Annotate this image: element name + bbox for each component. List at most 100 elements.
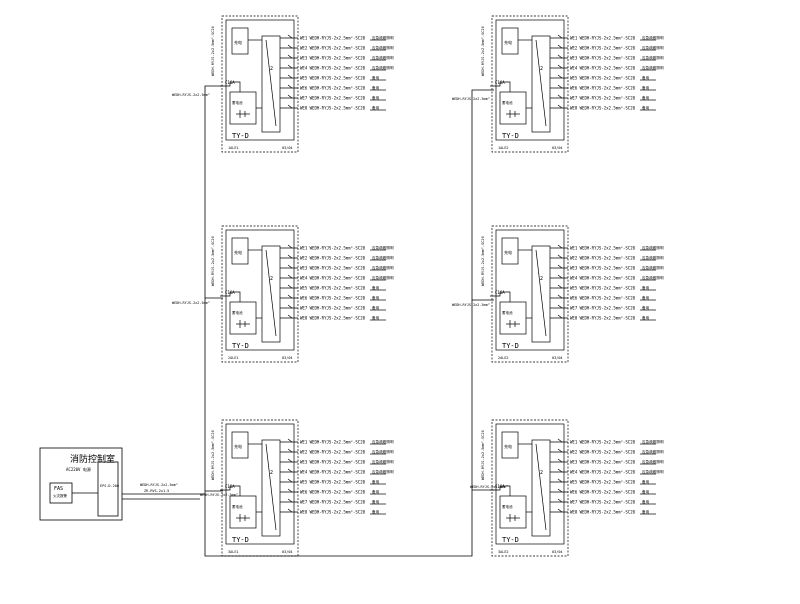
circuit-switch [287,74,293,79]
charger-label: 充电 [504,249,512,255]
circuit-switch [287,448,293,453]
charger-block [501,237,519,265]
circuit-load-label: 应急疏散照明 [372,255,394,260]
circuit-switch [287,488,293,493]
circuit-load-label: 应急疏散照明 [642,439,664,444]
circuit-switch [287,508,293,513]
incoming-feed [220,291,241,302]
circuit-switch [557,104,563,109]
panel-code: 3ALE1 [228,550,239,554]
circuit-switch [287,294,293,299]
circuit-label: WE7 WEDH-RYJS-2x2.5mm²-SC20 [570,96,636,101]
circuit-load-label: 备用 [642,499,650,504]
side-feed-label: WEDH-RYJS-2x2.5mm² [172,93,210,97]
panel-code: 1ALE2 [498,146,509,150]
panel-model-label: TY-D [232,536,249,544]
charger-label: 充电 [504,443,512,449]
circuit-load-label: 应急疏散照明 [642,245,664,250]
incoming-feed [490,291,511,302]
panel-enclosure [491,419,569,557]
circuit-switch [287,458,293,463]
circuit-switch [557,498,563,503]
circuit-label: WE3 WEDH-RYJS-2x2.5mm²-SC20 [300,460,366,465]
charger-block [231,431,249,459]
circuit-label: WE6 WEDH-RYJS-2x2.5mm²-SC20 [570,86,636,91]
circuit-label: WE5 WEDH-RYJS-2x2.5mm²-SC20 [570,76,636,81]
circuit-label: WE4 WEDH-RYJS-2x2.5mm²-SC20 [570,276,636,281]
circuit-switch [557,304,563,309]
circuit-switch [557,314,563,319]
circuit-load-label: 备用 [372,489,380,494]
circuit-label: WE5 WEDH-RYJS-2x2.5mm²-SC20 [300,76,366,81]
panel-model-label: TY-D [502,132,519,140]
panel-enclosure [221,419,299,557]
circuit-load-label: 备用 [372,285,380,290]
panel-inner-box [495,423,565,545]
incoming-feed [490,485,511,496]
circuit-load-label: 应急疏散照明 [642,45,664,50]
breaker-label: C16A [225,290,235,295]
circuit-label: WE6 WEDH-RYJS-2x2.5mm²-SC20 [570,296,636,301]
panel-model-label: TY-D [232,132,249,140]
circuit-label: WE8 WEDH-RYJS-2x2.5mm²-SC20 [300,316,366,321]
control-room-title: 消防控制室 [70,453,115,465]
circuit-switch [287,34,293,39]
side-feed-label: WEDH-RYJS-2x2.5mm² [452,97,490,101]
circuit-switch [557,294,563,299]
circuit-switch [557,84,563,89]
circuit-label: WE6 WEDH-RYJS-2x2.5mm²-SC20 [300,296,366,301]
circuit-switch [557,64,563,69]
busbar-region [531,245,551,343]
side-feed-label: WEDH-RYJS-2x2.5mm² [470,485,508,489]
circuit-load-label: 备用 [372,509,380,514]
circuit-load-label: 备用 [642,305,650,310]
circuit-load-label: 备用 [372,105,380,110]
circuit-label: WE4 WEDH-RYJS-2x2.5mm²-SC20 [300,66,366,71]
circuit-label: WE1 WEDH-RYJS-2x2.5mm²-SC20 [300,246,366,251]
breaker-label: C16A [225,80,235,85]
circuit-label: WE6 WEDH-RYJS-2x2.5mm²-SC20 [300,490,366,495]
bus-diagonal [535,443,547,531]
circuit-load-label: 备用 [642,105,650,110]
circuit-label: WE4 WEDH-RYJS-2x2.5mm²-SC20 [300,276,366,281]
circuit-load-label: 应急疏散照明 [642,449,664,454]
circuit-switch [287,264,293,269]
circuit-label: WE8 WEDH-RYJS-2x2.5mm²-SC20 [570,106,636,111]
circuit-load-label: 应急疏散照明 [372,45,394,50]
circuit-load-label: 应急疏散照明 [642,459,664,464]
bus-diagonal [535,249,547,337]
panel-inner-box [225,229,295,351]
battery-label: 蓄电池 [232,504,243,509]
circuit-label: WE7 WEDH-RYJS-2x2.5mm²-SC20 [570,500,636,505]
panel-inner-box [225,19,295,141]
panel-inner-box [225,423,295,545]
panel-enclosure [221,225,299,363]
battery-block [499,495,527,529]
battery-block [499,91,527,125]
circuit-label: WE3 WEDH-RYJS-2x2.5mm²-SC20 [570,266,636,271]
circuit-label: WE4 WEDH-RYJS-2x2.5mm²-SC20 [570,66,636,71]
circuit-switch [287,64,293,69]
panel-feed-label: WEDH-RYJS-2x2.5mm²-SC20 [211,26,215,76]
circuit-label: WE1 WEDH-RYJS-2x2.5mm²-SC20 [570,440,636,445]
breaker-label: C16A [495,80,505,85]
circuit-switch [557,244,563,249]
host-label: EPS-D-200 [100,484,119,488]
circuit-label: WE1 WEDH-RYJS-2x2.5mm²-SC20 [570,246,636,251]
circuit-switch [557,44,563,49]
circuit-label: WE3 WEDH-RYJS-2x2.5mm²-SC20 [300,266,366,271]
panel-model-label: TY-D [232,342,249,350]
side-feed-label: WEDH-RYJS-2x2.5mm² [172,301,210,305]
fas-sub-label: 火灾报警 [53,493,67,498]
panel-model-label: TY-D [502,536,519,544]
circuit-load-label: 备用 [372,95,380,100]
bus-diagonal [265,249,277,337]
circuit-label: WE5 WEDH-RYJS-2x2.5mm²-SC20 [300,286,366,291]
busbar-region [261,245,281,343]
circuit-switch [287,104,293,109]
circuit-load-label: 备用 [372,85,380,90]
trunk-wiring [200,85,494,557]
